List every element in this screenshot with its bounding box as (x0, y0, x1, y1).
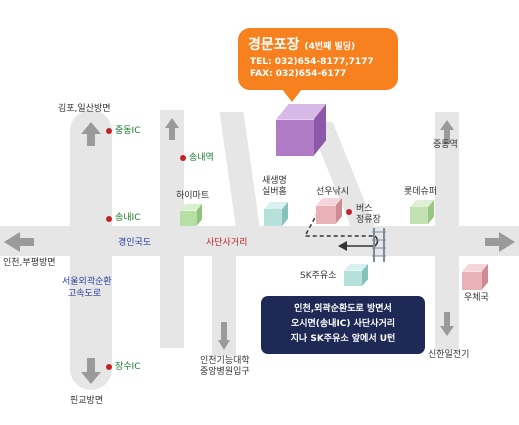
label-himart: 하이마트 (176, 191, 210, 201)
label-saesaengmyeong: 새생명 (262, 176, 287, 186)
songnae-station-marker (180, 155, 186, 161)
seonu-building-icon (316, 198, 342, 224)
road-songnae (160, 110, 184, 348)
arrow-north-left-icon (81, 122, 101, 146)
bus-stop-marker (346, 209, 352, 215)
label-jangsu-ic: 장수IC (115, 362, 141, 372)
label-jungdong-ic: 중동IC (115, 126, 141, 136)
arrow-east-icon (485, 232, 515, 252)
label-bus: 버스 (356, 204, 373, 214)
label-silverhome: 실버홈 (262, 187, 287, 197)
label-songnae-ic: 송내IC (115, 213, 141, 223)
railway (372, 228, 386, 262)
jangsu-ic-marker (106, 364, 112, 370)
destination-callout: 경문포장 (4번째 빌딩) TEL: 032)654-8177,7177 FAX… (238, 28, 398, 102)
songnae-ic-marker (106, 216, 112, 222)
destination-title: 경문포장 (4번째 빌딩) (248, 34, 355, 54)
himart-building-icon (180, 204, 202, 226)
arrow-north-east-icon (440, 120, 454, 144)
directions-line-3: 지나 SK주유소 앞에서 U턴 (290, 334, 396, 344)
arrow-north-songnae-icon (165, 118, 179, 140)
directions-line-2: 오시면(송내IC) 사단사거리 (290, 319, 396, 329)
label-seoul-ring: 서울외곽순환 (62, 277, 112, 287)
arrow-south-center-icon (218, 322, 230, 350)
destination-note: (4번째 빌딩) (304, 42, 356, 52)
u-turn-route (303, 211, 375, 237)
label-bus2: 정류장 (356, 215, 381, 225)
label-gyeongin-road: 경인국도 (118, 238, 152, 248)
label-gimpo: 김포,일산방면 (58, 104, 111, 114)
label-incheon-tech: 인천기능대학 (200, 356, 250, 366)
post-building-icon (462, 264, 488, 290)
silverhome-building-icon (264, 202, 288, 226)
arrow-west-icon (4, 232, 34, 252)
arrow-south-left-icon (81, 358, 101, 384)
arrow-south-east-icon (440, 312, 454, 336)
road-east (435, 112, 459, 350)
label-songnae-station: 송내역 (189, 153, 214, 163)
label-pyeonggyo: 핀교방면 (70, 396, 104, 406)
label-post: 우체국 (464, 293, 489, 303)
destination-name: 경문포장 (248, 37, 300, 53)
label-incheon: 인천,부평방면 (3, 258, 56, 268)
expressway-vertical (70, 110, 112, 390)
callout-pointer (282, 89, 302, 102)
label-expressway: 고속도로 (68, 289, 102, 299)
target-building-icon (276, 104, 326, 156)
label-joongang: 중앙병원입구 (200, 367, 250, 377)
label-sadan: 사단사거리 (206, 238, 248, 248)
label-shinhan: 신한일전기 (428, 350, 470, 360)
sk-building-icon (344, 264, 368, 286)
label-jungdong-station: 중동역 (433, 140, 458, 150)
jungdong-ic-marker (106, 128, 112, 134)
lotte-building-icon (410, 200, 434, 224)
label-lotte: 롯데슈퍼 (404, 187, 438, 197)
u-turn-arrow-icon (345, 235, 379, 247)
directions-box: 인천,외곽순환도로 방면서 오시면(송내IC) 사단사거리 지나 SK주유소 앞… (261, 296, 425, 354)
label-seonu: 선우낚시 (316, 187, 350, 197)
destination-fax: FAX: 032)654-6177 (250, 69, 347, 79)
destination-tel: TEL: 032)654-8177,7177 (250, 57, 374, 67)
label-sk: SK주유소 (300, 271, 337, 281)
destination-contact: TEL: 032)654-8177,7177 FAX: 032)654-6177 (250, 56, 374, 80)
directions-line-1: 인천,외곽순환도로 방면서 (294, 304, 392, 314)
